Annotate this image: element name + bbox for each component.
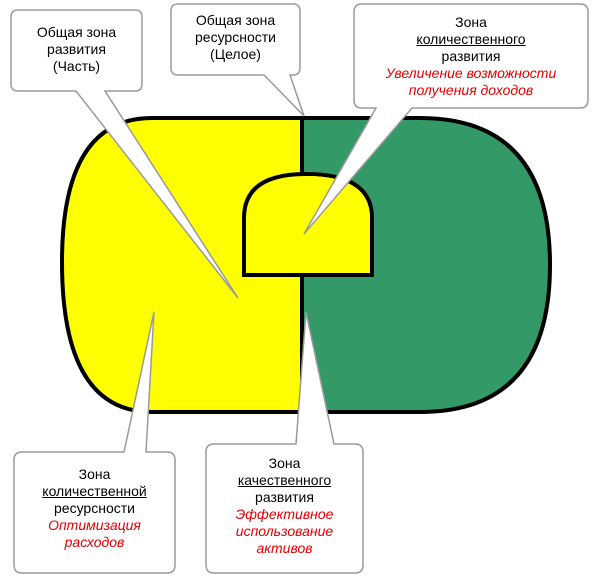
callout-quantitative-resource <box>13 311 176 574</box>
callout-line: ресурсности <box>195 29 276 45</box>
callout-accent-line: получения доходов <box>408 82 534 98</box>
callout-accent-line: расходов <box>64 534 125 550</box>
callout-line: (Целое) <box>210 46 261 62</box>
callout-line: качественного <box>237 472 332 488</box>
callout-line: Общая зона <box>36 24 117 40</box>
callout-line: Зона <box>78 466 111 482</box>
callout-quantitative-development <box>303 3 589 235</box>
callout-line: Зона <box>268 455 301 471</box>
callout-line: Зона <box>455 14 487 30</box>
callout-line: (Часть) <box>52 58 101 74</box>
callout-accent-line: Увеличение возможности <box>385 65 557 81</box>
callout-line: количественной <box>42 483 147 499</box>
callout-qualitative-development <box>205 311 364 574</box>
callout-common-resource <box>170 3 305 117</box>
callout-line: развития <box>47 41 106 57</box>
callout-common-resource-text: Общая зона ресурсности (Целое) <box>171 12 300 63</box>
callout-line: ресурсности <box>54 500 135 516</box>
callout-quantitative-resource-text: Зона количественной ресурсности Оптимиза… <box>14 466 175 551</box>
callout-common-development-text: Общая зона развития (Часть) <box>11 24 142 75</box>
callout-line: Общая зона <box>195 12 276 28</box>
callout-line: развития <box>441 48 501 64</box>
callout-line: количественного <box>416 31 526 47</box>
callout-qualitative-development-text: Зона качественного развития Эффективное … <box>206 455 363 557</box>
callout-accent-line: Оптимизация <box>48 517 141 533</box>
callout-accent-line: использование <box>235 523 334 539</box>
callout-accent-line: Эффективное <box>235 506 334 522</box>
callout-common-development <box>10 9 239 299</box>
callout-quantitative-development-text: Зона количественного развития Увеличение… <box>354 14 588 99</box>
callout-line: развития <box>255 489 314 505</box>
callout-accent-line: активов <box>256 540 313 556</box>
core-zone-green-half <box>306 176 370 273</box>
